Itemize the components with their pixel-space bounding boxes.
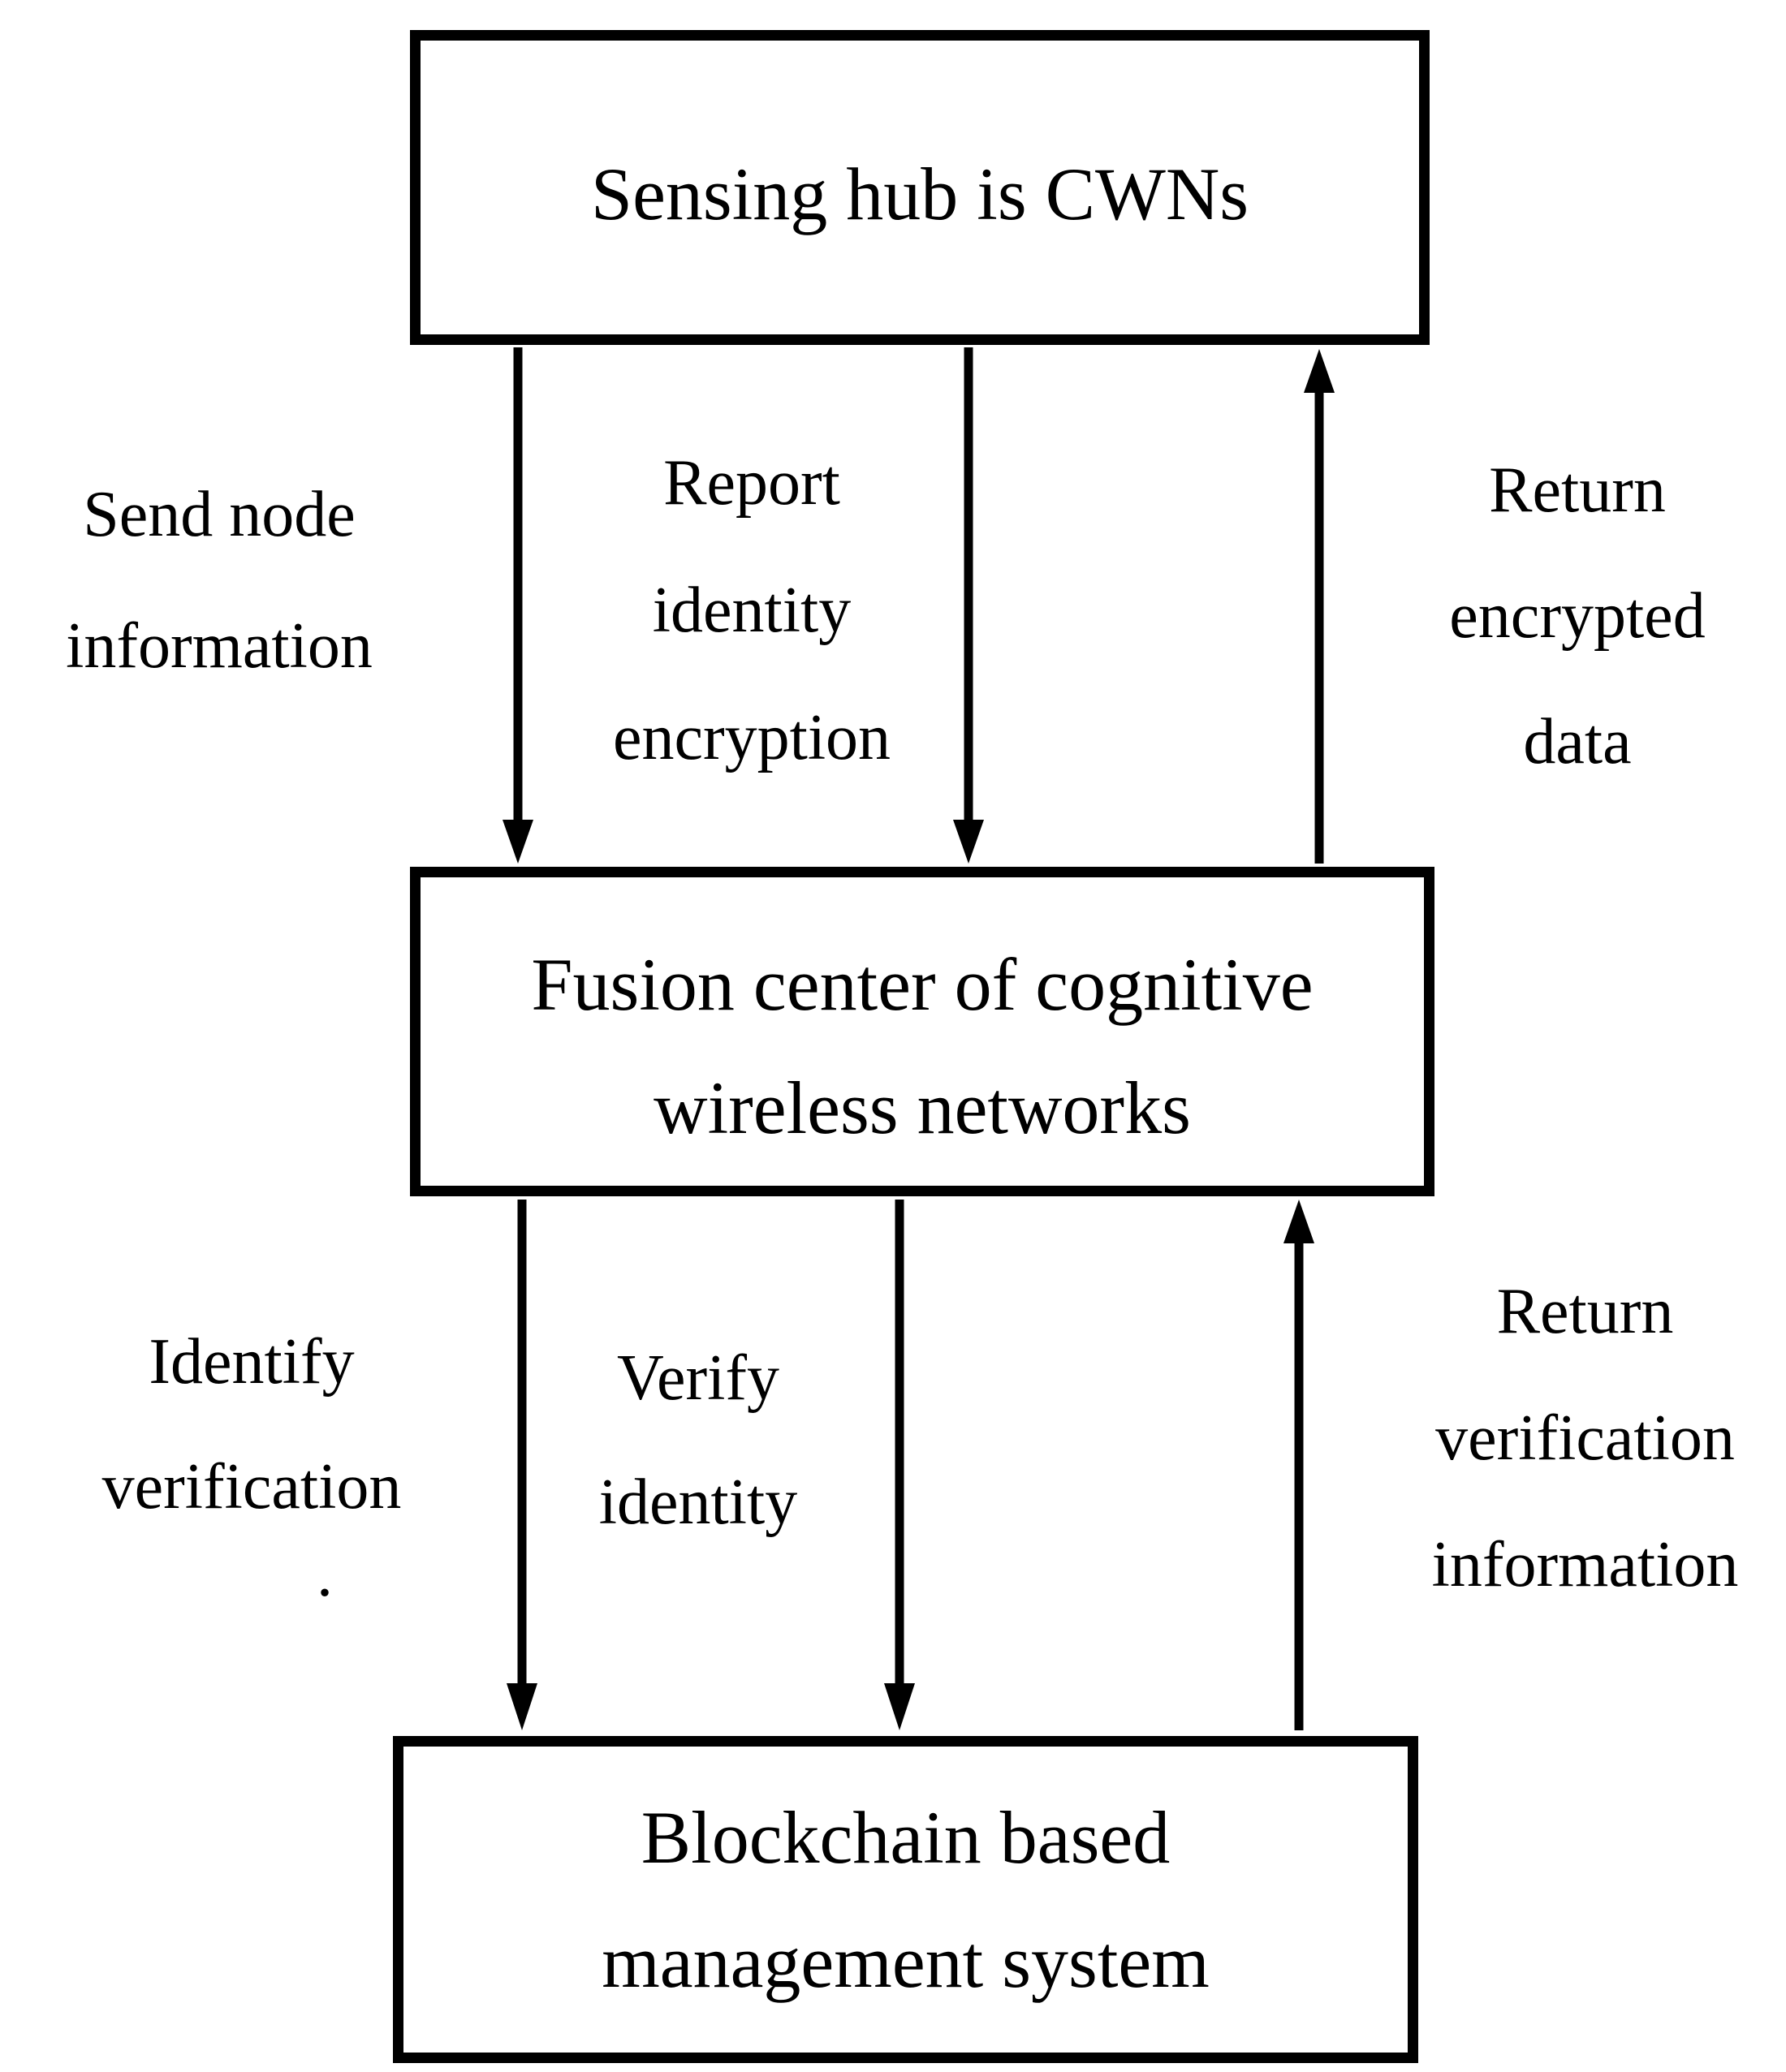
edge-label-line: encrypted [1449, 580, 1706, 652]
arrow-return-verification-information [1283, 1200, 1314, 1730]
edge-label-line: verification [101, 1451, 402, 1523]
arrowhead-down-icon [507, 1683, 537, 1730]
node-blockchain-system-label-line: Blockchain based [641, 1795, 1171, 1879]
arrow-verify-identity [884, 1200, 915, 1730]
edge-label-line: Verify [617, 1342, 779, 1414]
edge-label-line: identity [598, 1467, 798, 1538]
edge-label-return-verification-information: Return verification information [1384, 1248, 1786, 1628]
arrowhead-down-icon [503, 820, 533, 864]
edge-label-line: encryption [612, 702, 891, 773]
node-fusion-center-label-line: Fusion center of cognitive [531, 942, 1314, 1026]
node-sensing-hub: Sensing hub is CWNs [410, 30, 1430, 345]
arrowhead-down-icon [884, 1683, 915, 1730]
node-sensing-hub-label: Sensing hub is CWNs [590, 152, 1249, 235]
arrow-return-encrypted-data [1304, 349, 1335, 864]
stray-punctuation-mark: . [317, 1539, 333, 1610]
edge-label-line: information [66, 610, 373, 682]
node-blockchain-system-label-line: management system [602, 1919, 1210, 2003]
edge-label-return-encrypted-data: Return encrypted data [1374, 428, 1780, 805]
node-fusion-center: Fusion center of cognitive wireless netw… [410, 867, 1434, 1196]
edge-label-line: information [1431, 1529, 1739, 1600]
edge-label-line: verification [1435, 1402, 1735, 1474]
edge-label-send-node-information: Send node information [12, 449, 426, 712]
arrowhead-down-icon [953, 820, 984, 864]
edge-label-verify-identity: Verify identity [536, 1316, 861, 1565]
edge-label-line: Send node [83, 479, 356, 550]
edge-label-report-identity-encryption: Report identity encryption [549, 420, 955, 802]
edge-label-line: identity [652, 575, 852, 646]
node-fusion-center-label-line: wireless networks [654, 1066, 1191, 1149]
arrow-send-node-information [503, 347, 533, 864]
edge-label-line: data [1523, 706, 1632, 778]
edge-label-line: Return [1489, 454, 1666, 526]
arrow-identify-verification [507, 1200, 537, 1730]
edge-label-line: Report [663, 447, 840, 519]
arrowhead-up-icon [1283, 1200, 1314, 1243]
edge-label-identify-verification: Identify verification [45, 1299, 459, 1549]
arrowhead-up-icon [1304, 349, 1335, 393]
edge-label-line: Return [1496, 1276, 1674, 1347]
node-blockchain-system: Blockchain based management system [393, 1736, 1418, 2063]
edge-label-line: Identify [149, 1326, 355, 1398]
arrow-report-identity-encryption [953, 347, 984, 864]
